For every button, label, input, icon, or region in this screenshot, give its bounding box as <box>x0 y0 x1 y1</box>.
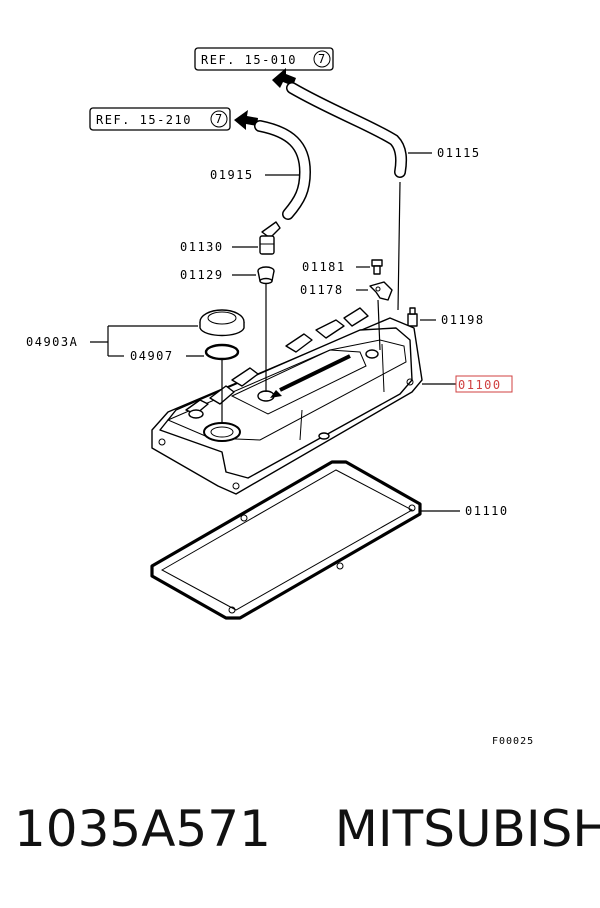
parts-diagram: REF. 15-010 7 REF. 15-210 7 01115 01915 … <box>26 47 534 747</box>
ref-box-15-210[interactable]: REF. 15-210 7 <box>89 107 231 131</box>
label-01181: 01181 <box>302 260 346 274</box>
valve-cover-01100[interactable] <box>151 307 423 495</box>
bolt-01181[interactable] <box>371 259 383 275</box>
label-01115: 01115 <box>437 146 481 160</box>
label-01178: 01178 <box>300 283 344 297</box>
grommet-01129[interactable] <box>257 266 275 285</box>
ref-label-15-010: REF. 15-010 <box>201 53 297 67</box>
highlight-box <box>455 375 513 393</box>
label-01198: 01198 <box>441 313 485 327</box>
part-number: 1035A571 <box>14 800 271 858</box>
label-01130: 01130 <box>180 240 224 254</box>
hose-01915[interactable] <box>254 120 312 220</box>
label-01100: 01100 <box>458 378 502 392</box>
ref-label-15-210: REF. 15-210 <box>96 113 192 127</box>
bracket-01178[interactable] <box>369 281 393 301</box>
hose-01115[interactable] <box>286 82 408 178</box>
label-04907: 04907 <box>130 349 174 363</box>
label-04903A: 04903A <box>26 335 78 349</box>
label-01129: 01129 <box>180 268 224 282</box>
ref-box-15-010[interactable]: REF. 15-010 7 <box>194 47 334 71</box>
brand-name: MITSUBISHI <box>334 800 600 858</box>
label-01110: 01110 <box>465 504 509 518</box>
figure-code: F00025 <box>492 736 534 747</box>
oil-filler-cap-04903A[interactable] <box>199 309 245 337</box>
gasket-01110[interactable] <box>150 460 422 620</box>
ref-circle-number: 7 <box>215 112 224 126</box>
footer-caption: 1035A571 MITSUBISHI <box>14 800 600 880</box>
o-ring-04907[interactable] <box>204 343 240 361</box>
stud-01198[interactable] <box>407 307 418 327</box>
label-01915: 01915 <box>210 168 254 182</box>
arrow-icon <box>234 110 258 130</box>
ref-circle-number: 7 <box>318 52 327 66</box>
pcv-valve-01130[interactable] <box>259 221 281 255</box>
